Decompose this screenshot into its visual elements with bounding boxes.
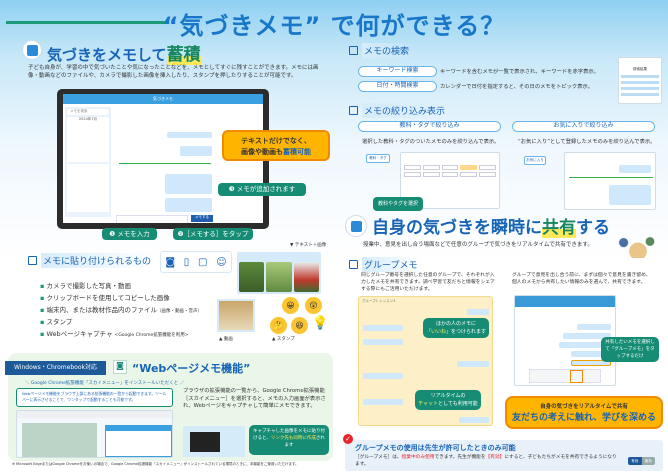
browser-screenshot (16, 410, 173, 458)
favorite-chip[interactable]: お気に入り (524, 156, 546, 165)
step1-label: ❶ メモを入力 (102, 228, 157, 240)
check-icon: ✓ (343, 434, 353, 444)
share-benefit-callout: 自身の気づきをリアルタイムで共有 友だちの考えに触れ、学びを深める (505, 396, 663, 429)
install-note: ＼ Google Chrome拡張機能「スカイメニュー」をインストールいただくと… (25, 381, 185, 386)
web-footnote: ※ Microsoft EdgeまたはGoogle Chromeをお使いの場合で… (12, 462, 299, 466)
web-capture-sample (183, 426, 245, 457)
web-capture-callout: キャプチャした画像をメモに貼り付けると、リンク先も同時に作成されます (249, 425, 329, 455)
attach-item: 端末内、または教材作品内のファイル（画像・動画・音声） (40, 304, 202, 314)
image-memo-sample (237, 252, 321, 294)
like-callout: ほかの人のメモに「いいね」をつけられます (423, 318, 489, 338)
attachables-heading: メモに貼り付けられるもの (28, 253, 158, 268)
stamp-grin-icon: 😆 (291, 317, 308, 334)
accumulate-callout: テキストだけでなく、 画像や動画も蓄積可能 (222, 130, 330, 161)
camera-icon: ◙ (165, 256, 176, 268)
video-memo-sample (217, 299, 255, 332)
accumulate-description: 子ども自身が、学習の中で気づいたことや気になったことなどを、メモとしてすぐに残す… (28, 65, 319, 79)
attach-item: スタンプ (40, 316, 72, 326)
filter-by-subject-button[interactable]: 教科・タグで絞り込み (358, 121, 501, 132)
select-subject-label: 教科やタグを選択 (373, 197, 423, 211)
step3-label: ❸ メモが追加されます (218, 183, 306, 196)
stamp-bulb-icon: 💡 (312, 316, 329, 331)
caption-video: ▲ 動画 (219, 337, 233, 342)
stamp-thinking-icon: 🤔 (270, 317, 287, 334)
web-memo-description: ブラウザの拡張機能の一覧から、Google Chrome拡張機能［スカイメニュー… (183, 388, 326, 409)
chat-callout: リアルタイムのチャットとしても利用可能 (415, 390, 481, 410)
stamp-surprised-icon: 😲 (305, 297, 322, 314)
share-description: 授業中、意見を出し合う場面などで任意のグループで気づきをリアルタイムで共有できま… (363, 242, 593, 248)
select-memo-callout: 共有したいメモを選択して「グループメモ」をタップするだけ (601, 337, 659, 362)
search-result-screenshot: 検索結果 (618, 57, 662, 104)
clipboard-icon: ▯ (183, 256, 190, 268)
accumulate-heading: 気づきをメモして蓄積 (47, 45, 201, 65)
caption-stamp: ▲ スタンプ (272, 337, 295, 342)
calendar[interactable]: 2024年7月 (67, 117, 109, 162)
memo-submit-button[interactable]: メモする (191, 215, 213, 222)
permission-desc: ［グループメモ］は、授業中のみ使用できます。先生が機能を【有効】にすると、子ども… (355, 455, 617, 467)
attach-icons: ◙ ▯ ▢ ☺ (160, 251, 232, 273)
group-memo-tab-button[interactable] (570, 370, 583, 383)
personal-memo-screenshot (514, 295, 616, 386)
toggle-enable[interactable]: 有効 (628, 457, 642, 465)
page-title: “気づきメモ” で何ができる？ (162, 12, 506, 40)
topic-list (67, 164, 109, 212)
camera-icon: ◙ (113, 360, 127, 374)
share-heading: 自身の気づきを瞬時に共有する (372, 218, 610, 238)
filter-heading: メモの絞り込み表示 (349, 103, 452, 118)
group-memo-toggle[interactable]: 有効 無効 (628, 457, 655, 465)
favorite-filter-screenshot (564, 152, 656, 210)
permission-box (345, 440, 663, 471)
permission-title: グループメモの使用は先生が許可したときのみ可能 (355, 444, 516, 452)
file-icon: ▢ (198, 256, 208, 268)
filter-favorite-desc: “お気に入り”として登録したメモのみを絞り込んで表示。 (518, 139, 656, 145)
memo-search-input[interactable]: メモを検索 (67, 109, 109, 115)
keyword-search-desc: キーワードを含むメモが一覧で表示され、キーワードを赤字表示。 (440, 69, 599, 75)
subject-tag-chip[interactable]: 教科・タグ (366, 154, 390, 163)
filter-subject-desc: 選択した教科・タグのついたメモのみを絞り込んで表示。 (362, 139, 500, 145)
group-memo-heading: グループメモ (349, 257, 424, 272)
students-illustration (614, 236, 662, 258)
memo-app-icon (22, 40, 42, 60)
app-title: 気づきメモ (63, 94, 263, 104)
attach-item: クリップボードを使用してコピーした画像 (40, 292, 169, 302)
share-app-icon (345, 215, 367, 237)
memo-input[interactable] (116, 215, 188, 223)
search-heading: メモの検索 (349, 43, 416, 58)
platform-badge: Windows・Chromebook対応 (5, 361, 106, 375)
web-memo-title: “Webページメモ機能” (132, 362, 251, 375)
keyword-search-button[interactable]: キーワード検索 (358, 66, 437, 77)
sidebar: メモを検索 2024年7月 (65, 107, 111, 217)
stamp-smile-icon: 😀 (282, 297, 299, 314)
title-divider (6, 21, 166, 24)
date-search-button[interactable]: 日付・時間検索 (358, 81, 437, 92)
filter-by-favorite-button[interactable]: お気に入りで絞り込み (512, 121, 655, 132)
toggle-disable[interactable]: 無効 (641, 457, 655, 465)
group-desc-right: グループで意見を出し合う前に、まずは個々で意見を書き留め、個人のメモから共有した… (512, 273, 651, 285)
attach-item: カメラで撮影した写真・動画 (40, 280, 131, 290)
step2-label: ❷［メモする］をタップ (173, 228, 253, 240)
web-memo-bubble: Webページメモ機能をブラウザ上部にある拡張機能の一覧から起動できます。ツールバ… (16, 388, 173, 407)
caption-text-image: ▼ テキスト＋画像 (290, 243, 327, 248)
group-desc-left: 同じグループ番号を選択した任意のグループで、それぞれが入力したメモを共有できます… (361, 273, 495, 292)
stamp-icon: ☺ (216, 256, 227, 268)
tablet-mockup: 気づきメモ メモを検索 2024年7月 メモする (57, 89, 269, 229)
attach-item: Webページキャプチャ <Google Chrome拡張機能を利用> (40, 328, 188, 338)
date-search-desc: カレンダーで日付を指定すると、その日のメモをトピック表示。 (440, 84, 594, 90)
